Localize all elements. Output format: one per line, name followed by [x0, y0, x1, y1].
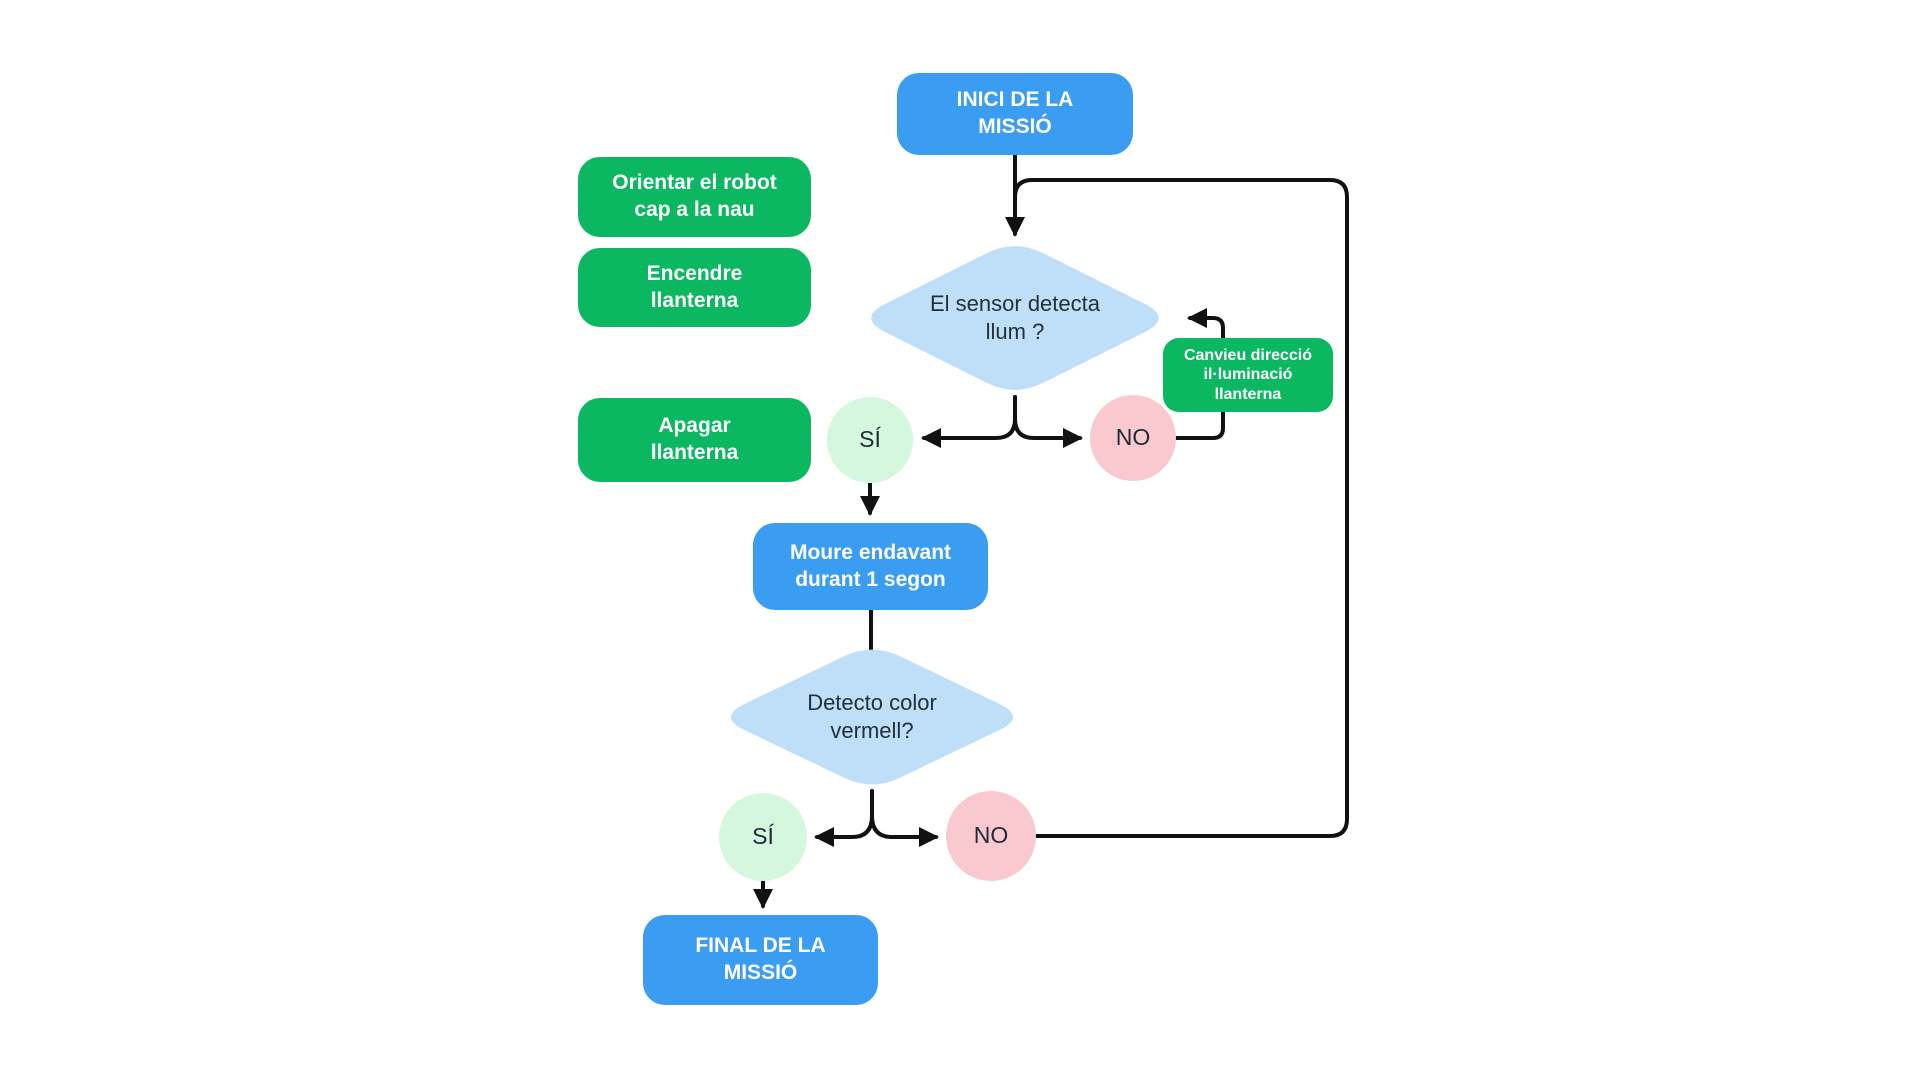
side-step-turn-on-flashlight: Encendre llanterna	[578, 248, 811, 327]
decision2-diamond-shape	[730, 649, 1014, 785]
side-step-turn-off-flashlight-label: Apagar llanterna	[650, 414, 739, 464]
edge-decision2-to-no2	[870, 789, 939, 847]
start-node: INICI DE LA MISSIÓ	[897, 73, 1133, 155]
edge-decision1-to-yes1	[921, 395, 1017, 448]
end-node-label: FINAL DE LA MISSIÓ	[695, 934, 826, 984]
edge-decision2-to-yes2	[814, 789, 874, 847]
action-move-forward-label: Moure endavant durant 1 segon	[789, 540, 952, 591]
yes1-label: SÍ	[859, 426, 881, 453]
decision1-label: El sensor detecta llum ?	[930, 290, 1100, 344]
side-step-turn-on-flashlight-label: Encendre llanterna	[646, 261, 743, 312]
yes2-circle: SÍ	[719, 793, 807, 881]
end-node: FINAL DE LA MISSIÓ	[643, 915, 878, 1005]
side-step-orient-robot: Orientar el robot cap a la nau	[578, 157, 811, 237]
yes1-circle: SÍ	[827, 397, 913, 483]
no1-circle: NO	[1090, 395, 1176, 481]
no2-circle: NO	[946, 791, 1036, 881]
edge-no2-outer-loop	[1013, 178, 1349, 838]
no2-label: NO	[973, 822, 1009, 849]
start-node-label: INICI DE LA MISSIÓ	[956, 88, 1074, 138]
loop-action-change-direction: Canvieu direcció il·luminació llanterna	[1163, 338, 1333, 412]
loop-action-label: Canvieu direcció il·luminació llanterna	[1183, 347, 1313, 403]
yes2-label: SÍ	[752, 823, 774, 850]
no1-label: NO	[1115, 424, 1151, 451]
decision2-label: Detecto color vermell?	[807, 689, 937, 743]
side-step-orient-robot-label: Orientar el robot cap a la nau	[612, 171, 777, 221]
action-move-forward: Moure endavant durant 1 segon	[753, 523, 988, 610]
side-step-turn-off-flashlight: Apagar llanterna	[578, 398, 811, 482]
decision1-diamond-shape	[871, 246, 1159, 390]
edge-decision1-to-no1	[1013, 395, 1083, 448]
